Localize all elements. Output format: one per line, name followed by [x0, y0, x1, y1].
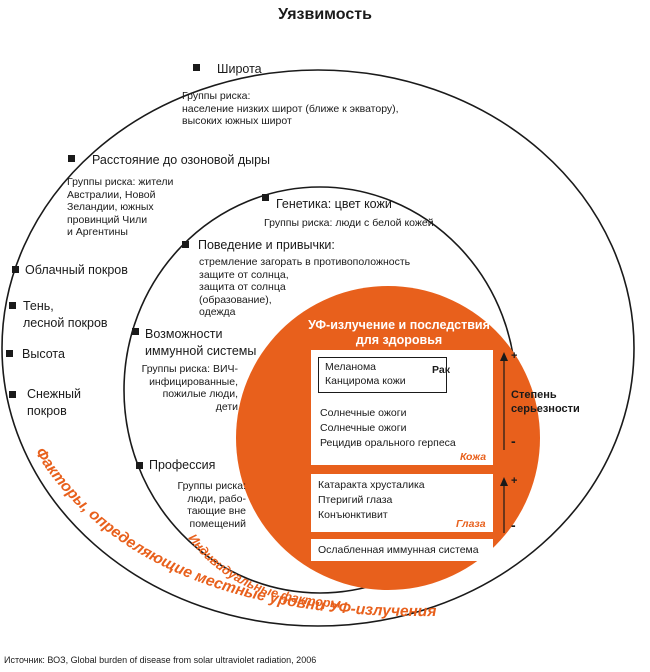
- outer-circle: [1, 69, 635, 627]
- severity-plus-eye: +: [511, 475, 518, 487]
- severity-arrows: [500, 352, 508, 533]
- ozone-risk-line: Группы риска: жители: [67, 176, 174, 188]
- core-title-line: для здоровья: [355, 333, 443, 347]
- immune-box: [311, 539, 493, 561]
- latitude-risk: Группы риска: население низких широт (бл…: [182, 90, 399, 128]
- immune-box-text: Ослабленная иммунная система: [318, 544, 479, 556]
- eye-items: Катаракта хрусталика Птеригий глаза Конъ…: [318, 478, 425, 523]
- shade-label-line: лесной покров: [23, 316, 108, 330]
- eye-item: Конъюнктивит: [318, 509, 388, 521]
- immune-label-line: иммунной системы: [145, 344, 257, 358]
- genetics-label: Генетика: цвет кожи: [276, 197, 392, 211]
- behavior-risk-line: (образование),: [199, 293, 272, 306]
- profession-risk-line: тающие вне: [187, 505, 246, 517]
- behavior-risk-line: стремление загорать в противоположность: [199, 256, 411, 268]
- page-title: Уязвимость: [278, 6, 372, 23]
- skin-items: Солнечные ожоги Солнечные ожоги Рецидив …: [320, 406, 456, 451]
- eye-category: Глаза: [456, 518, 486, 530]
- behavior-risk-line: защите от солнца,: [199, 268, 289, 281]
- immune-label-line: Возможности: [145, 327, 223, 341]
- behavior-bullet-icon: [182, 241, 189, 248]
- immune-label: Возможности иммунной системы: [145, 327, 256, 359]
- immune-risk: Группы риска: ВИЧ- инфицированные, пожил…: [124, 363, 238, 413]
- latitude-risk-line: население низких широт (ближе к экватору…: [182, 102, 399, 115]
- carcinoma-label: Канцирома кожи: [325, 375, 406, 387]
- severity-plus-skin: +: [511, 350, 518, 362]
- immune-risk-line: пожилые люди,: [162, 388, 238, 400]
- profession-bullet-icon: [136, 462, 143, 469]
- eye-item: Птеригий глаза: [318, 494, 393, 506]
- cancer-box: [318, 357, 447, 393]
- latitude-label: Широта: [217, 62, 262, 76]
- ozone-risk-line: Зеландии, южных: [67, 201, 154, 213]
- snow-bullet-icon: [9, 391, 16, 398]
- ozone-risk-line: и Аргентины: [67, 226, 128, 238]
- melanoma-label: Меланома: [325, 361, 377, 373]
- genetics-risk: Группы риска: люди с белой кожей: [264, 217, 434, 229]
- eye-item: Катаракта хрусталика: [318, 479, 425, 491]
- altitude-bullet-icon: [6, 350, 13, 357]
- immune-risk-line: дети: [215, 400, 238, 413]
- ozone-risk-line: Австралии, Новой: [67, 188, 156, 201]
- latitude-bullet-icon: [193, 64, 200, 71]
- immune-risk-line: Группы риска: ВИЧ-: [141, 363, 238, 375]
- shade-bullet-icon: [9, 302, 16, 309]
- genetics-bullet-icon: [262, 194, 269, 201]
- behavior-risk-line: защита от солнца: [199, 281, 286, 293]
- profession-risk-line: люди, рабо-: [187, 492, 246, 505]
- skin-item: Солнечные ожоги: [320, 407, 407, 419]
- severity-label: Степень серьезности: [511, 388, 580, 416]
- profession-risk: Группы риска: люди, рабо- тающие вне пом…: [150, 480, 246, 530]
- skin-category: Кожа: [460, 451, 487, 463]
- skin-box: [311, 350, 493, 465]
- ozone-risk: Группы риска: жители Австралии, Новой Зе…: [67, 176, 173, 239]
- snow-label-line: Снежный: [27, 387, 81, 401]
- skin-item: Солнечные ожоги: [320, 422, 407, 434]
- cloud-bullet-icon: [12, 266, 19, 273]
- immune-risk-line: инфицированные,: [149, 375, 238, 388]
- severity-minus-eye: -: [511, 517, 516, 533]
- source-note: Источник: ВОЗ, Global burden of disease …: [4, 655, 317, 665]
- cloud-label: Облачный покров: [25, 263, 128, 277]
- profession-risk-line: Группы риска:: [177, 480, 246, 492]
- snow-label: Снежный покров: [27, 387, 81, 419]
- latitude-risk-line: высоких южных широт: [182, 115, 292, 127]
- ozone-bullet-icon: [68, 155, 75, 162]
- ozone-label: Расстояние до озоновой дыры: [92, 153, 271, 167]
- snow-label-line: покров: [27, 404, 67, 418]
- shade-label-line: Тень,: [23, 299, 54, 313]
- severity-label-line: Степень: [511, 389, 557, 401]
- profession-label: Профессия: [149, 458, 216, 472]
- altitude-label: Высота: [22, 347, 65, 361]
- core-title: УФ-излучение и последствия для здоровья: [288, 318, 510, 348]
- severity-label-line: серьезности: [511, 403, 580, 415]
- behavior-risk: стремление загорать в противоположность …: [199, 256, 410, 319]
- shade-label: Тень, лесной покров: [23, 299, 108, 331]
- behavior-risk-line: одежда: [199, 306, 236, 318]
- core-title-line: УФ-излучение и последствия: [308, 318, 490, 332]
- eye-box: [311, 474, 493, 532]
- severity-minus-skin: -: [511, 433, 516, 449]
- latitude-risk-line: Группы риска:: [182, 90, 251, 102]
- profession-risk-line: помещений: [189, 517, 246, 530]
- behavior-label: Поведение и привычки:: [198, 238, 335, 252]
- skin-item: Рецидив орального герпеса: [320, 437, 456, 449]
- cancer-items: Меланома Канцирома кожи: [325, 360, 406, 388]
- immune-bullet-icon: [132, 328, 139, 335]
- cancer-label: Рак: [432, 364, 450, 376]
- ozone-risk-line: провинций Чили: [67, 213, 148, 226]
